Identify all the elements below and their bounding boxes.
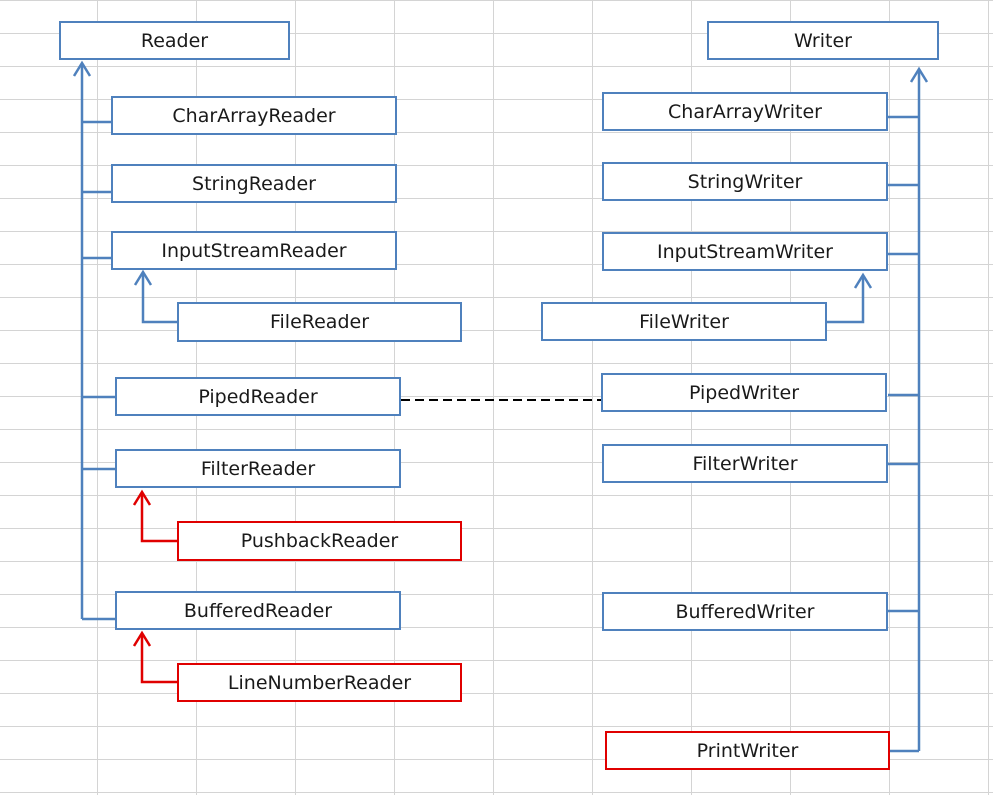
reader-red-connectors [132,489,178,684]
filter-reader-box: FilterReader [115,449,401,488]
buffered-writer-box: BufferedWriter [602,592,888,631]
file-writer-connector [827,276,865,324]
reader-connectors [72,60,178,621]
piped-writer-box: PipedWriter [601,373,887,412]
pushback-reader-box: PushbackReader [177,521,462,561]
filter-reader-arrowhead [132,489,152,506]
file-writer-box: FileWriter [541,302,827,341]
char-array-reader-box: CharArrayReader [111,96,397,135]
char-array-writer-box: CharArrayWriter [602,92,888,131]
line-number-reader-box: LineNumberReader [177,663,462,702]
writer-box: Writer [707,21,939,60]
input-stream-writer-arrowhead [853,272,873,289]
writer-root-arrowhead [909,66,929,83]
pushback-reader-connector [140,493,178,543]
line-number-reader-connector [140,634,178,684]
reader-box: Reader [59,21,290,60]
reader-root-arrowhead [72,60,92,77]
string-reader-box: StringReader [111,164,397,203]
file-reader-connector [141,273,178,324]
print-writer-box: PrintWriter [605,731,890,770]
buffered-reader-box: BufferedReader [115,591,401,630]
input-stream-reader-arrowhead [133,269,153,286]
string-writer-box: StringWriter [602,162,888,201]
input-stream-reader-box: InputStreamReader [111,231,397,270]
input-stream-writer-box: InputStreamWriter [602,232,888,271]
buffered-reader-arrowhead [132,630,152,647]
piped-reader-box: PipedReader [115,377,401,416]
filter-writer-box: FilterWriter [602,444,888,483]
file-reader-box: FileReader [177,302,462,342]
